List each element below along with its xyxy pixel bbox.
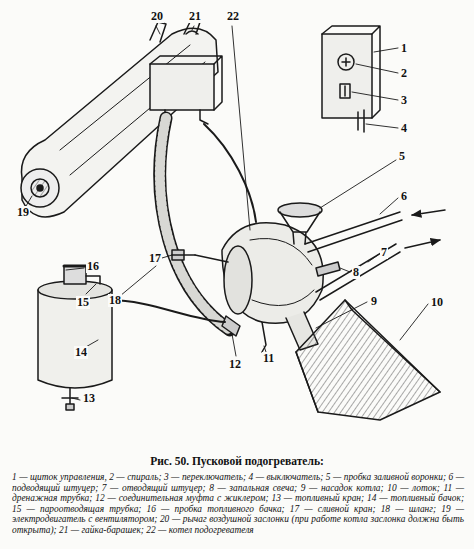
parts-list-item: 22 — котел подогревателя — [146, 525, 253, 535]
callout-number: 6 — [400, 190, 408, 203]
parts-list-item: 1 — щиток управления, — [12, 472, 107, 482]
parts-list-item: 18 — шланг; — [381, 504, 436, 514]
callout-number: 13 — [82, 392, 96, 405]
callout-number: 10 — [430, 296, 444, 309]
parts-list-item: 7 — отводящий штуцер; — [102, 483, 206, 493]
parts-list-item: 9 — насадок котла; — [301, 483, 384, 493]
parts-list-item: 8 — запальная свеча; — [209, 483, 297, 493]
callout-number: 12 — [228, 358, 242, 371]
callout-number: 11 — [262, 352, 275, 365]
callout-number: 2 — [400, 67, 408, 80]
callout-number: 21 — [188, 10, 202, 23]
callout-number: 16 — [86, 260, 100, 273]
parts-list-item: 4 — выключатель; — [249, 472, 324, 482]
parts-list-item: 3 — переключатель; — [164, 472, 246, 482]
parts-list-item: 2 — спираль; — [109, 472, 161, 482]
parts-list-item: 13 — топливный кран; — [271, 493, 364, 503]
callout-number: 3 — [400, 94, 408, 107]
callout-number: 19 — [16, 206, 30, 219]
callout-number: 18 — [108, 294, 122, 307]
parts-list-item: 17 — сливной кран; — [290, 504, 376, 514]
parts-list-item: 5 — пробка заливной воронки; — [326, 472, 446, 482]
callout-number: 17 — [148, 252, 162, 265]
callout-number: 5 — [398, 150, 406, 163]
callout-number: 22 — [226, 10, 240, 23]
figure-caption: Рис. 50. Пусковой подогреватель: — [0, 455, 474, 467]
callout-number: 14 — [74, 346, 88, 359]
callout-number: 8 — [352, 266, 360, 279]
callout-number: 15 — [76, 296, 90, 309]
parts-list-item: 12 — соединительная муфта с жиклером; — [95, 493, 268, 503]
parts-list-item: 14 — топливный бачок; — [367, 493, 464, 503]
callout-number: 1 — [400, 42, 408, 55]
callout-number: 9 — [370, 295, 378, 308]
callout-number: 20 — [150, 10, 164, 23]
callout-number: 7 — [380, 246, 388, 259]
parts-list: 1 — щиток управления, 2 — спираль; 3 — п… — [12, 472, 464, 536]
callout-number: 4 — [400, 122, 408, 135]
parts-list-item: 21 — гайка-барашек; — [59, 525, 144, 535]
parts-list-item: 16 — пробка топливного бачка; — [147, 504, 285, 514]
parts-list-item: 10 — лоток; — [387, 483, 440, 493]
parts-list-item: 15 — пароотводящая трубка; — [12, 504, 141, 514]
